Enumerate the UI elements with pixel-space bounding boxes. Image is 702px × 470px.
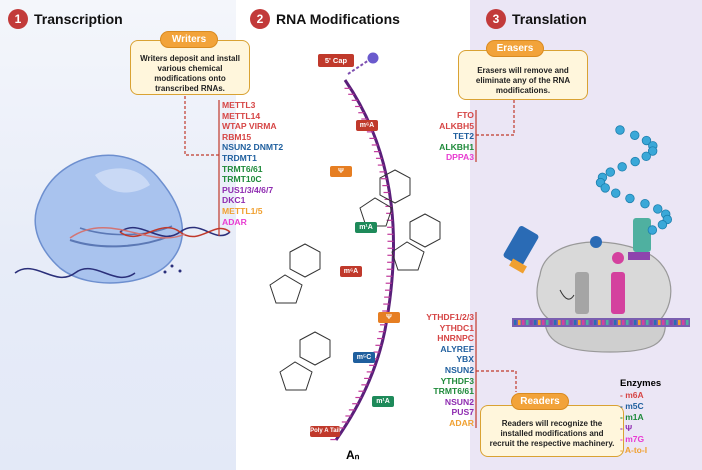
- writers-enzyme: TRMT10C: [222, 174, 262, 185]
- writers-enzyme: METTL14: [222, 110, 261, 121]
- readers-enzyme: YTHDF1/2/3: [426, 312, 474, 322]
- readers-enzyme: ADAR: [449, 417, 474, 428]
- cap-icon: [367, 52, 379, 64]
- rna-polymerase-icon: [34, 154, 184, 284]
- readers-enzyme: NSUN2: [444, 364, 474, 375]
- readers-enzyme: PUS7: [451, 407, 474, 418]
- readers-enzyme: YTHDC1: [439, 322, 474, 333]
- writers-enzyme: RBM15: [222, 131, 252, 142]
- writers-description: Writers deposit and install various chem…: [140, 54, 240, 93]
- poly-a-label-text: Poly A Tail: [310, 428, 340, 434]
- modification-tag: m¹A: [355, 222, 377, 233]
- writers-enzyme: PUS1/3/4/6/7: [222, 184, 274, 195]
- writers-pill: Writers: [160, 31, 218, 48]
- writers-enzyme: TRMT6/61: [222, 163, 263, 174]
- readers-callout: Readers will recognize the installed mod…: [480, 405, 624, 457]
- section-number: 3: [486, 9, 506, 29]
- section-title-rna-modifications: 2 RNA Modifications: [250, 9, 400, 29]
- ribosome-icon: [536, 236, 672, 353]
- writers-enzyme: TRDMT1: [222, 152, 257, 163]
- section-number: 1: [8, 9, 28, 29]
- modification-tag: m¹A: [372, 396, 394, 407]
- writers-enzyme: DKC1: [222, 195, 246, 206]
- section-title-translation: 3 Translation: [486, 9, 587, 29]
- enzymes-legend: Enzymes - m6A- m5C- m1A- Ψ- m7G- A-to-I: [620, 378, 661, 456]
- modification-tag: Ψ: [330, 166, 352, 177]
- rna-modifications-panel: [236, 0, 470, 470]
- section-title-transcription: 1 Transcription: [8, 9, 123, 29]
- legend-item: - Ψ: [620, 423, 633, 433]
- writers-enzyme: WTAP VIRMA: [222, 121, 277, 132]
- readers-enzyme: YBX: [456, 354, 474, 365]
- cap-label: 5' Cap: [318, 54, 354, 67]
- trna-blue-icon: [503, 226, 539, 274]
- peptide-chain-icon: [595, 125, 673, 235]
- legend-item: - m7G: [620, 434, 645, 444]
- readers-enzyme: TRMT6/61: [433, 386, 474, 397]
- erasers-enzyme: ALKBH1: [439, 141, 474, 152]
- readers-connector: [476, 370, 517, 392]
- legend-item: - m6A: [620, 390, 644, 400]
- section-title-text: RNA Modifications: [276, 11, 400, 27]
- writers-label: Writers: [171, 34, 207, 45]
- writers-enzyme: NSUN2 DNMT2: [222, 142, 284, 153]
- section-title-text: Translation: [512, 11, 587, 27]
- legend-item: - m5C: [620, 401, 644, 411]
- legend-item: - m1A: [620, 412, 644, 422]
- section-title-text: Transcription: [34, 11, 123, 27]
- legend-item: - A-to-I: [620, 445, 648, 455]
- writers-enzyme: METTL1/5: [222, 205, 263, 216]
- modification-tag: m⁶A: [340, 266, 362, 277]
- readers-enzyme: HNRNPC: [437, 333, 474, 344]
- modification-tag: m⁵C: [353, 352, 375, 363]
- readers-enzyme: YTHDF3: [440, 375, 474, 386]
- erasers-pill: Erasers: [486, 40, 544, 57]
- cap-label-text: 5' Cap: [324, 56, 348, 65]
- writers-callout: Writers deposit and install various chem…: [130, 40, 250, 95]
- erasers-enzyme: ALKBH5: [439, 120, 474, 131]
- erasers-description: Erasers will remove and eliminate any of…: [475, 66, 571, 95]
- modification-tag: m⁶A: [356, 120, 378, 131]
- section-number: 2: [250, 9, 270, 29]
- erasers-enzyme: TET2: [452, 131, 474, 142]
- readers-label: Readers: [520, 396, 560, 407]
- modification-tag: Ψ: [378, 312, 400, 323]
- tail-end-label: Aₙ: [346, 448, 360, 462]
- writers-connector: [184, 96, 219, 156]
- erasers-enzyme: FTO: [456, 110, 474, 120]
- readers-description: Readers will recognize the installed mod…: [489, 419, 615, 448]
- readers-enzyme: NSUN2: [444, 396, 474, 407]
- trna-teal-icon: [628, 218, 651, 260]
- legend-title: Enzymes: [620, 378, 662, 389]
- readers-pill: Readers: [511, 393, 569, 410]
- writers-enzyme: ADAR: [222, 216, 247, 227]
- writers-enzyme: METTL3: [222, 100, 256, 110]
- mrna-track: [512, 318, 690, 327]
- erasers-connector: [476, 100, 515, 136]
- erasers-label: Erasers: [496, 43, 534, 54]
- mrna-strand: [330, 52, 396, 441]
- readers-enzyme: ALYREF: [440, 343, 474, 354]
- erasers-enzyme: DPPA3: [445, 152, 474, 163]
- dna-strand-icon: [14, 226, 231, 279]
- poly-a-label: Poly A Tail: [310, 426, 340, 437]
- erasers-callout: Erasers will remove and eliminate any of…: [458, 50, 588, 100]
